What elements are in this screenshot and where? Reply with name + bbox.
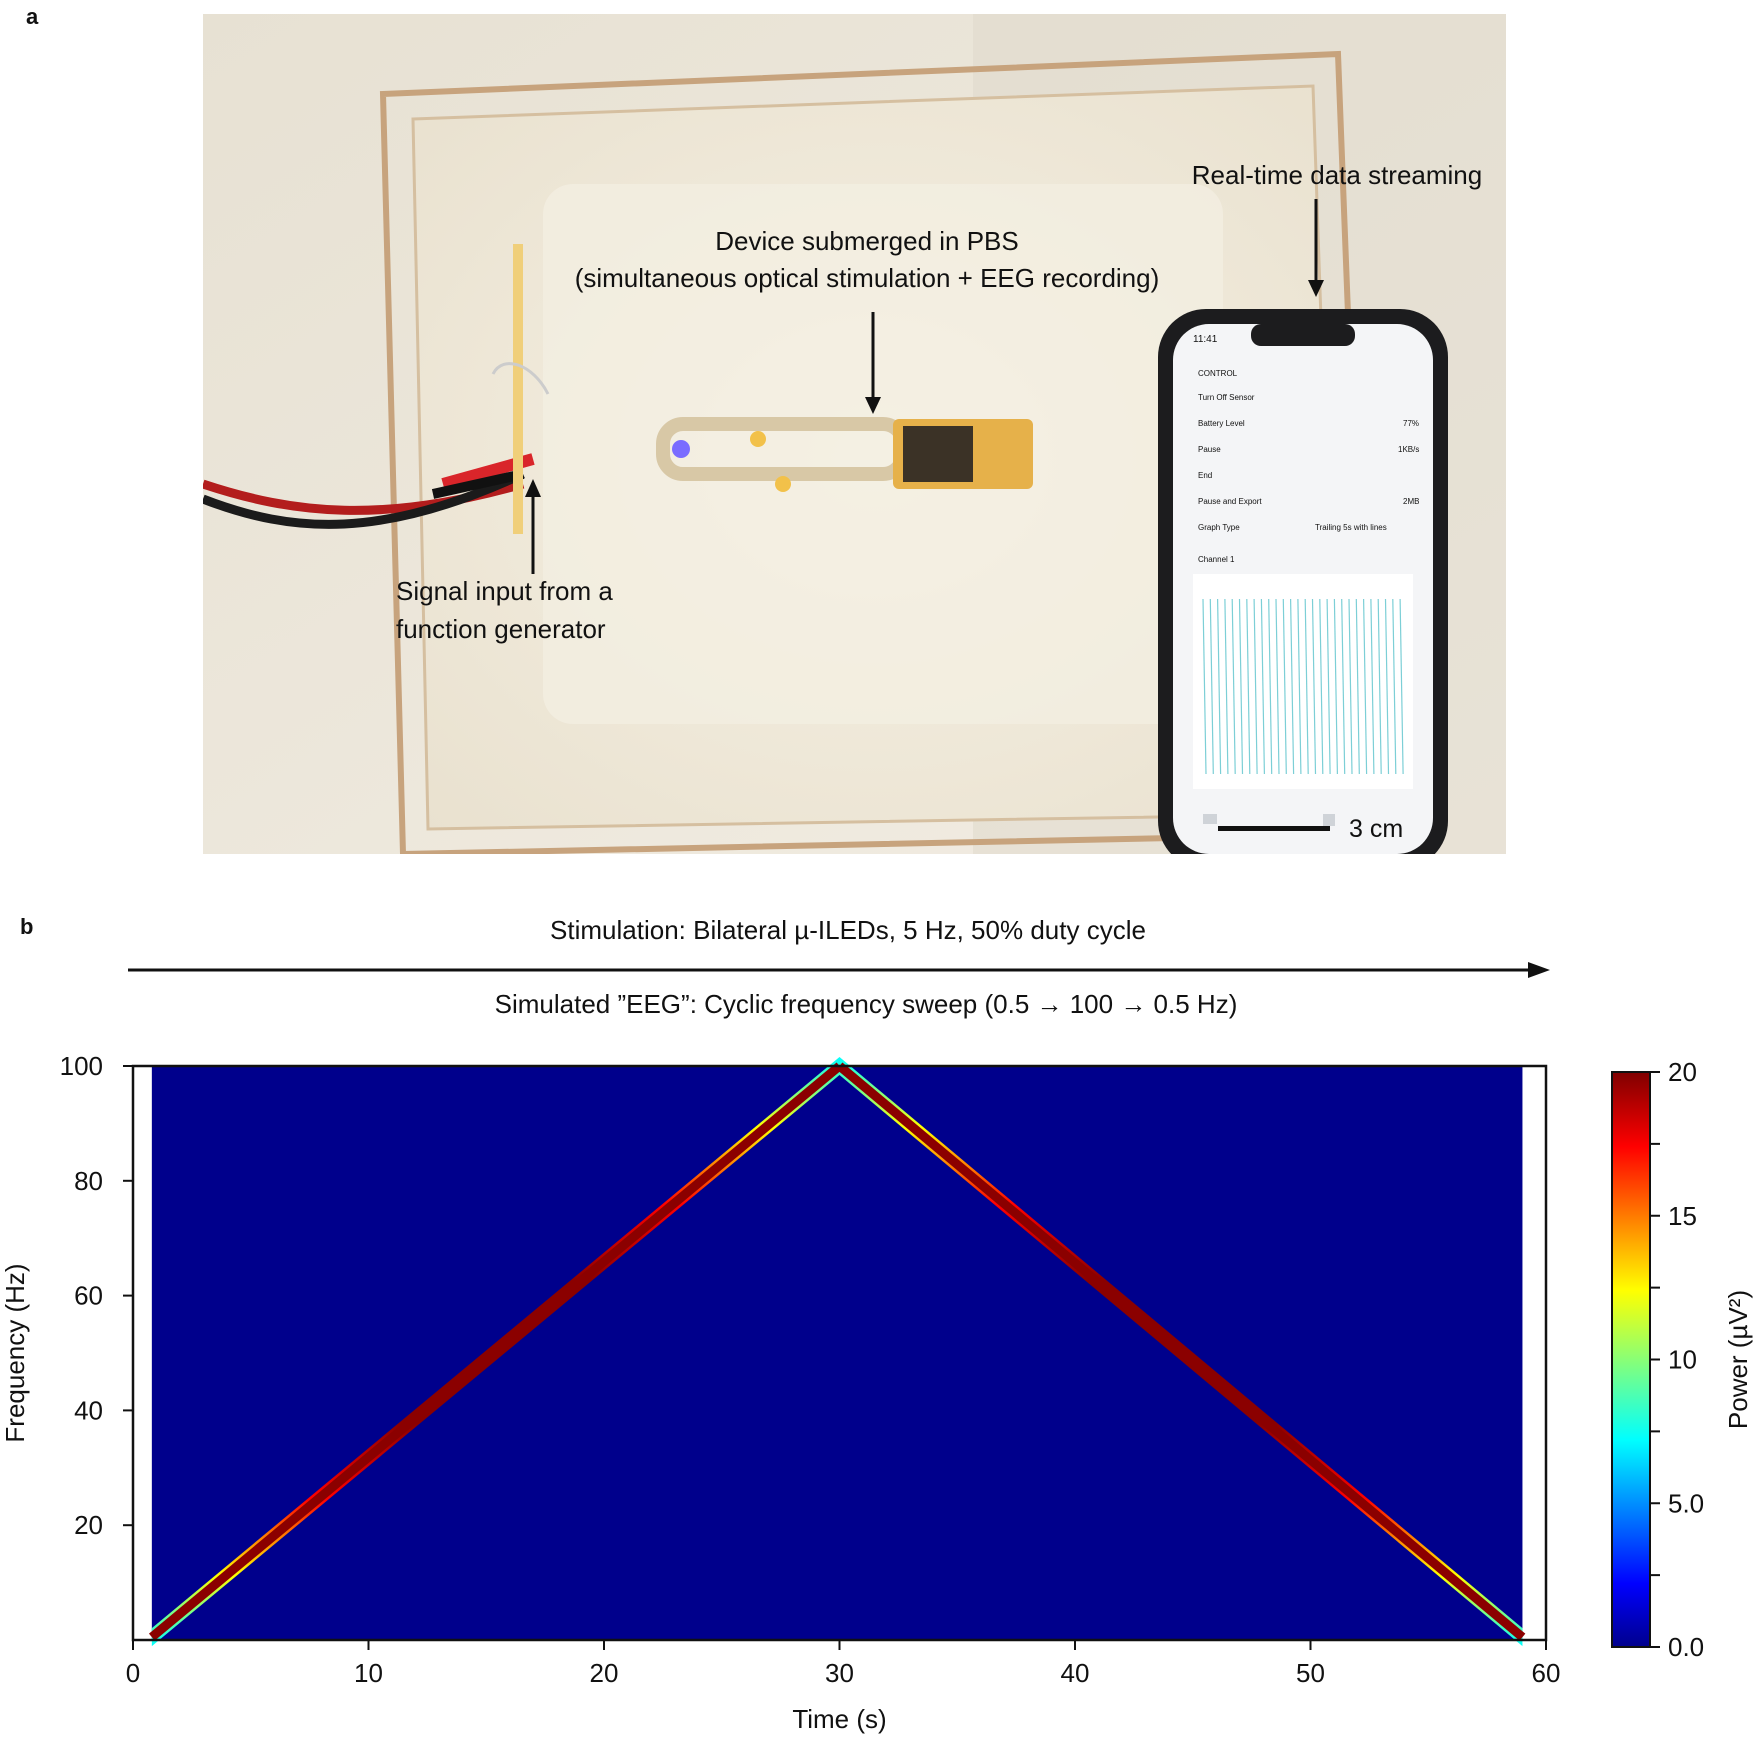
spectrogram-background <box>151 1066 1523 1640</box>
colorbar-tick-label: 15 <box>1668 1201 1697 1231</box>
phone-row-label[interactable]: Battery Level <box>1198 419 1245 428</box>
x-tick-label: 10 <box>354 1658 383 1688</box>
arrow-right-icon <box>1528 962 1550 978</box>
phone-row-label[interactable]: Pause and Export <box>1198 497 1262 506</box>
spectrogram-panel: b Stimulation: Bilateral µ-ILEDs, 5 Hz, … <box>0 900 1760 1741</box>
phone-trace-stroke <box>1282 598 1287 775</box>
colorbar-tick-label: 5.0 <box>1668 1488 1704 1518</box>
x-tick-label: 20 <box>590 1658 619 1688</box>
y-axis-label: Frequency (Hz) <box>0 1263 30 1442</box>
colorbar-gradient <box>1611 1071 1651 1648</box>
phone-trace-stroke <box>1246 598 1251 775</box>
connector-strip <box>513 244 523 534</box>
phone-trace-stroke <box>1399 598 1404 775</box>
eeg-device <box>656 417 1033 492</box>
colorbar-tick-label: 10 <box>1668 1345 1697 1375</box>
simulated-eeg-caption: Simulated ”EEG”: Cyclic frequency sweep … <box>495 989 1238 1019</box>
device-photo: 11:41 CONTROL Turn Off Sensor Battery Le… <box>201 14 1506 869</box>
phone-row-label[interactable]: Pause <box>1198 445 1221 454</box>
y-tick-label: 20 <box>74 1510 103 1540</box>
device-annotation-line1: Device submerged in PBS <box>715 226 1018 256</box>
phone-row-label[interactable]: End <box>1198 471 1212 480</box>
x-axis-label: Time (s) <box>792 1704 886 1734</box>
phone-trace-stroke <box>1224 598 1229 775</box>
phone-trace-stroke <box>1311 598 1317 775</box>
phone-trace-stroke <box>1370 598 1375 775</box>
panel-b-label: b <box>20 914 34 939</box>
black-clip <box>431 469 525 499</box>
arrow-down-icon <box>1308 280 1324 297</box>
panel-a-label: a <box>26 4 39 29</box>
arrow-down-icon <box>865 397 881 414</box>
phone-trace-stroke <box>1377 598 1382 775</box>
phone-row-value: 77% <box>1403 419 1419 428</box>
phone-trace-stroke <box>1231 598 1236 775</box>
y-tick-label: 100 <box>60 1051 103 1081</box>
colorbar-tick-label: 20 <box>1668 1057 1697 1087</box>
phone-trace-stroke <box>1238 598 1244 775</box>
phone-trace-stroke <box>1348 598 1353 775</box>
device-annotation-line2: (simultaneous optical stimulation + EEG … <box>575 263 1160 293</box>
phone-trace-stroke <box>1392 598 1397 775</box>
phone-trace-stroke <box>1260 598 1265 775</box>
pbs-dish <box>543 184 1223 724</box>
phone-trace-stroke <box>1304 598 1309 775</box>
phone-row-label[interactable]: Turn Off Sensor <box>1198 393 1255 402</box>
y-tick-label: 60 <box>74 1281 103 1311</box>
scale-bar-label: 3 cm <box>1349 815 1403 843</box>
phone-row-value: Trailing 5s with lines <box>1315 523 1387 532</box>
stimulation-caption: Stimulation: Bilateral µ-ILEDs, 5 Hz, 50… <box>550 915 1146 945</box>
phone-trace-stroke <box>1297 598 1302 775</box>
phone-trace-stroke <box>1363 598 1368 775</box>
phone-control-heading: CONTROL <box>1198 369 1238 378</box>
phone-trace-stroke <box>1384 598 1390 775</box>
signal-annotation-line1: Signal input from a <box>396 576 613 606</box>
phone-trace-stroke <box>1341 598 1346 775</box>
colorbar-label: Power (µV²) <box>1723 1290 1753 1429</box>
x-tick-label: 30 <box>825 1658 854 1688</box>
colorbar-tick-label: 0.0 <box>1668 1632 1704 1662</box>
y-tick-label: 80 <box>74 1166 103 1196</box>
phone-trace-stroke <box>1290 598 1295 775</box>
smartphone: 11:41 CONTROL Turn Off Sensor Battery Le… <box>1158 309 1448 869</box>
x-tick-label: 60 <box>1532 1658 1561 1688</box>
phone-tab-icon <box>1203 814 1217 824</box>
phone-trace-stroke <box>1217 598 1222 775</box>
phone-trace-stroke <box>1355 598 1360 775</box>
phone-trace-stroke <box>1333 598 1338 775</box>
phone-trace-stroke <box>1326 598 1331 775</box>
phone-signal-trace <box>1202 598 1404 775</box>
phone-row-value: 2MB <box>1403 497 1419 506</box>
phone-row-value: 1KB/s <box>1398 445 1419 454</box>
photo-illustration: 11:41 CONTROL Turn Off Sensor Battery Le… <box>201 14 1506 869</box>
y-tick-label: 40 <box>74 1395 103 1425</box>
x-tick-label: 40 <box>1061 1658 1090 1688</box>
phone-trace-stroke <box>1253 598 1258 775</box>
phone-graph-heading: Channel 1 <box>1198 555 1235 564</box>
phone-settings-rows: Turn Off Sensor Battery Level 77% Pause … <box>1198 393 1419 532</box>
plot-area <box>148 1057 1526 1647</box>
led-glow <box>672 440 690 458</box>
x-tick-label: 50 <box>1296 1658 1325 1688</box>
phone-time: 11:41 <box>1193 334 1218 345</box>
phone-trace-stroke <box>1268 598 1273 775</box>
spectrogram-chart: Stimulation: Bilateral µ-ILEDs, 5 Hz, 50… <box>0 915 1753 1734</box>
signal-annotation-line2: function generator <box>396 614 606 644</box>
realtime-annotation: Real-time data streaming <box>1192 160 1482 190</box>
phone-trace-stroke <box>1319 598 1324 775</box>
sweep-band-falling-core <box>836 1062 1526 1641</box>
black-wire <box>201 469 525 529</box>
arrow-up-icon <box>525 479 541 497</box>
phone-trace-stroke <box>1209 598 1214 775</box>
phone-trace-stroke <box>1275 598 1280 775</box>
phone-trace-stroke <box>1202 598 1207 775</box>
sweep-band-rising-core <box>148 1062 843 1641</box>
x-tick-label: 0 <box>126 1658 140 1688</box>
phone-graph-area <box>1193 574 1413 789</box>
scale-bar <box>1218 826 1330 831</box>
phone-tab-icon <box>1323 814 1335 826</box>
phone-row-label[interactable]: Graph Type <box>1198 523 1240 532</box>
